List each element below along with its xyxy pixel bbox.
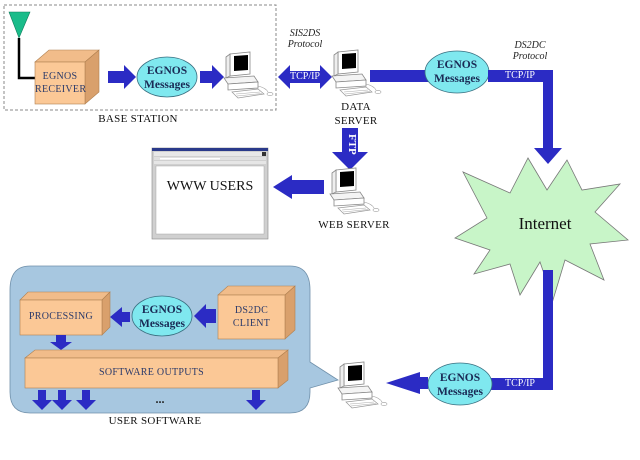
arrow-web-server-to-www-users [273, 175, 324, 199]
ds2dc-egnos-messages-label: EGNOS Messages [427, 58, 487, 86]
arrow-messages-to-client-pc [386, 372, 428, 394]
client-line-1: DS2DC [234, 305, 269, 316]
client-computer-icon [337, 361, 388, 409]
link-internet-to-client [488, 270, 553, 390]
data-server-label: DATA SERVER [326, 100, 386, 128]
ds2dc-messages-line-2: Messages [434, 73, 480, 85]
processing-label: PROCESSING [28, 311, 94, 322]
browser-window-icon [151, 147, 269, 240]
ds2dc-client-box [217, 285, 296, 340]
user-software-label: USER SOFTWARE [108, 415, 202, 427]
user-messages-line-2: Messages [139, 318, 185, 330]
arrow-to-internet [488, 70, 562, 164]
outputs-ellipsis: ... [155, 392, 165, 406]
internet-label: Internet [518, 214, 572, 233]
data-server-line-2: SERVER [334, 115, 378, 127]
software-outputs-box [24, 349, 289, 389]
base-station-computer-icon [223, 51, 274, 99]
egnos-receiver-label: EGNOS RECEIVER [35, 70, 87, 96]
user-egnos-messages-ellipse [131, 295, 193, 337]
ds2dc-client-label: DS2DC CLIENT [218, 304, 285, 330]
messages-line-1: EGNOS [146, 65, 188, 77]
output-arrow-n [246, 390, 266, 410]
ftp-label: FTP [346, 134, 358, 155]
client-egnos-messages-label: EGNOS Messages [430, 371, 490, 399]
link-data-server-to-messages [370, 70, 430, 82]
egnos-receiver-box [34, 49, 100, 105]
www-users-label: WWW USERS [166, 179, 254, 194]
output-arrow-1 [32, 390, 52, 410]
ds2dc-tcpip-label: TCP/IP [504, 70, 535, 81]
user-messages-line-1: EGNOS [141, 304, 183, 316]
arrow-messages-to-processing [110, 307, 130, 327]
base-station-label: BASE STATION [98, 113, 178, 125]
sis2ds-protocol-label: SIS2DS Protocol [280, 28, 330, 50]
antenna-cable [17, 38, 37, 80]
client-tcpip-label: TCP/IP [504, 378, 535, 389]
receiver-line-2: RECEIVER [35, 84, 87, 95]
ftp-arrow [332, 128, 368, 170]
base-egnos-messages-label: EGNOS Messages [137, 64, 197, 92]
user-egnos-messages-label: EGNOS Messages [132, 303, 192, 331]
output-arrow-3 [76, 390, 96, 410]
sis2ds-tcpip-label: TCP/IP [289, 71, 320, 82]
ds2dc-line-1: DS2DC [514, 40, 546, 51]
ds2dc-line-2: Protocol [512, 51, 548, 62]
sis2ds-line-2: Protocol [287, 39, 323, 50]
ds2dc-protocol-label: DS2DC Protocol [500, 40, 560, 62]
base-egnos-messages-ellipse [136, 56, 198, 98]
software-outputs-label: SOFTWARE OUTPUTS [98, 367, 205, 378]
arrow-receiver-to-messages [108, 65, 136, 89]
web-server-label: WEB SERVER [318, 219, 390, 231]
sis2ds-line-1: SIS2DS [289, 28, 321, 39]
base-station-boundary [3, 4, 277, 111]
output-arrow-2 [52, 390, 72, 410]
data-server-line-1: DATA [341, 101, 371, 113]
web-server-computer-icon [329, 167, 380, 215]
receiver-line-1: EGNOS [42, 71, 78, 82]
client-messages-line-1: EGNOS [439, 372, 481, 384]
sis2ds-double-arrow [278, 65, 332, 89]
client-messages-line-2: Messages [437, 386, 483, 398]
arrow-processing-to-outputs [50, 335, 72, 350]
ds2dc-messages-line-1: EGNOS [436, 59, 478, 71]
client-line-2: CLIENT [232, 318, 271, 329]
internet-starburst [454, 157, 629, 302]
arrow-messages-to-base-pc [200, 65, 224, 89]
arrow-client-to-messages [194, 304, 216, 328]
messages-line-2: Messages [144, 79, 190, 91]
antenna-icon [8, 11, 31, 39]
